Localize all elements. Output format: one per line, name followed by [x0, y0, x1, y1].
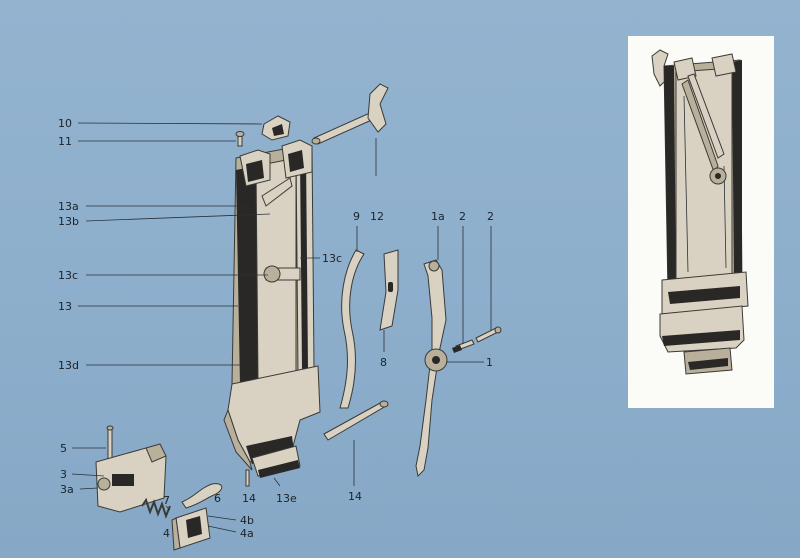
assembled-unit-illustration — [651, 49, 749, 375]
screw-part-11 — [235, 131, 245, 147]
bracket-part-4 — [171, 507, 211, 551]
label-13a: 13a — [58, 200, 79, 213]
label-12: 12 — [370, 210, 384, 223]
label-14-right: 14 — [348, 490, 362, 503]
long-pin-part-14 — [323, 400, 389, 441]
clip-part-6 — [181, 483, 223, 509]
main-frame-part-13 — [223, 139, 321, 478]
label-13d: 13d — [58, 359, 79, 372]
label-2a: 2 — [459, 210, 466, 223]
label-4a: 4a — [240, 527, 254, 540]
block-part-3 — [95, 443, 167, 513]
label-3: 3 — [60, 468, 67, 481]
pin-part-2a — [452, 339, 475, 353]
label-4: 4 — [163, 527, 170, 540]
label-3a: 3a — [60, 483, 74, 496]
label-6: 6 — [214, 492, 221, 505]
part-labels: 10 11 13a 13b 13c 13 13d 13c 12 9 8 1a 2… — [58, 117, 494, 540]
lever-part-1 — [415, 259, 448, 478]
label-7: 7 — [163, 494, 170, 507]
small-pin-part-14 — [245, 469, 250, 487]
label-1a: 1a — [431, 210, 445, 223]
spring-part-7 — [141, 497, 171, 519]
label-13: 13 — [58, 300, 72, 313]
label-4b: 4b — [240, 514, 254, 527]
label-13e: 13e — [276, 492, 297, 505]
plate-part-8 — [379, 249, 399, 331]
label-13c-right: 13c — [322, 252, 342, 265]
spring-strip-part-9 — [339, 249, 365, 409]
label-5: 5 — [60, 442, 67, 455]
label-14-left: 14 — [242, 492, 256, 505]
pin-part-2b — [475, 326, 502, 343]
label-8: 8 — [380, 356, 387, 369]
label-13c-left: 13c — [58, 269, 78, 282]
t-handle-shaft-part-12 — [311, 83, 389, 145]
label-11: 11 — [58, 135, 72, 148]
label-2b: 2 — [487, 210, 494, 223]
label-13b: 13b — [58, 215, 79, 228]
leader-lines — [71, 122, 492, 533]
label-1: 1 — [486, 356, 493, 369]
label-10: 10 — [58, 117, 72, 130]
assembled-view-inset — [628, 36, 774, 408]
knob-part-10 — [261, 115, 291, 141]
label-9: 9 — [353, 210, 360, 223]
